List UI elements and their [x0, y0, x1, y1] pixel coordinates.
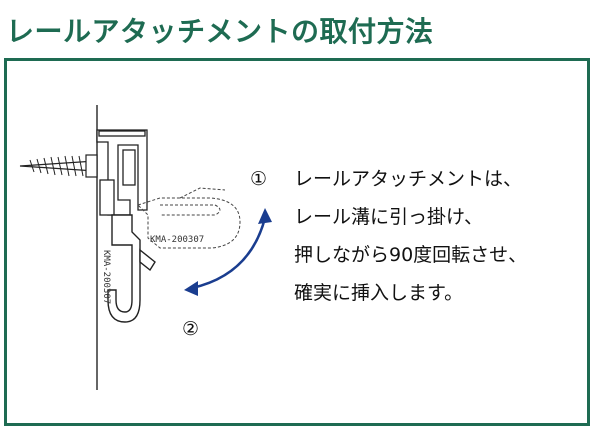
hook-icon [107, 214, 156, 323]
page-title: レールアタッチメントの取付方法 [6, 15, 434, 48]
instruction-text-block: ① レールアタッチメントは、 レール溝に引っ掛け、 押しながら90度回転させ、 … [250, 160, 527, 312]
instruction-text: レールアタッチメントは、 [294, 168, 523, 190]
step-1-marker: ① [250, 168, 268, 190]
attachment-ghost [137, 187, 241, 249]
attachment-code-label: KMA-200307 [150, 235, 204, 245]
arrow-head-bottom [184, 281, 198, 296]
hook-code-label: KMA-200307 [101, 250, 111, 304]
instruction-line-3: 押しながら90度回転させ、 [294, 244, 528, 266]
instruction-frame [4, 58, 590, 426]
instruction-line-1: ① レールアタッチメントは、 [250, 160, 527, 198]
screw-icon [19, 154, 98, 178]
instruction-line-2: レール溝に引っ掛け、 [294, 206, 484, 228]
arrow-head-top [258, 208, 272, 224]
step-2-marker: ② [182, 318, 200, 340]
rotation-arrow-icon [191, 217, 267, 290]
rail-profile [96, 129, 148, 216]
instruction-line-4: 確実に挿入します。 [294, 282, 464, 304]
